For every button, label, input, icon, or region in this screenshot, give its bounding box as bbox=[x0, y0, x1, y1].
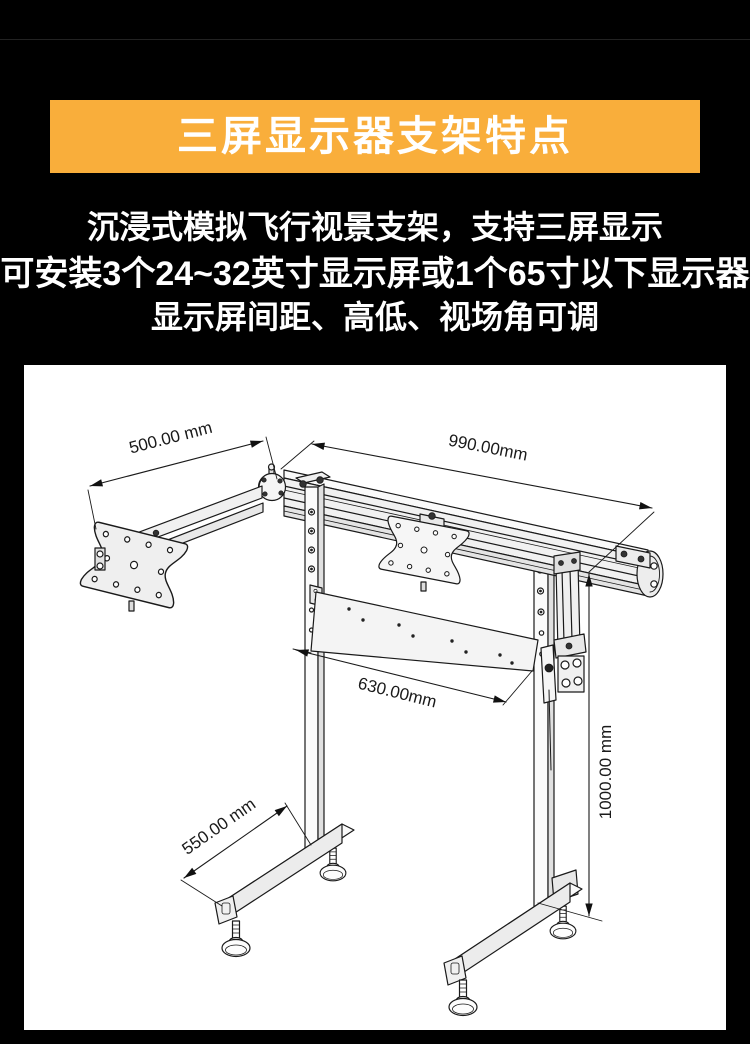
dim-post-height-label: 1000.00 mm bbox=[596, 725, 615, 820]
dimension-post-height bbox=[537, 573, 603, 922]
description-line-2: 可安装3个24~32英寸显示屏或1个65寸以下显示器 bbox=[0, 255, 750, 293]
diagram-panel bbox=[24, 365, 726, 1030]
lift-mechanism bbox=[540, 551, 587, 771]
dimension-arm-length bbox=[87, 436, 278, 530]
banner-title: 三屏显示器支架特点 bbox=[177, 113, 573, 159]
dimension-plate-width bbox=[292, 648, 533, 706]
dimension-foot-depth bbox=[180, 802, 312, 907]
right-foot bbox=[443, 869, 583, 1017]
right-post bbox=[529, 540, 557, 908]
description-line-3: 显示屏间距、高低、视场角可调 bbox=[150, 299, 599, 335]
center-vesa-plate bbox=[377, 512, 471, 592]
rail-end-clamp bbox=[615, 545, 651, 569]
dimension-rail-width bbox=[280, 440, 655, 573]
section-divider bbox=[0, 39, 750, 40]
left-vesa-plate bbox=[78, 520, 190, 612]
description-line-1: 沉浸式模拟飞行视景支架，支持三屏显示 bbox=[86, 209, 663, 245]
feature-banner: 三屏显示器支架特点 bbox=[50, 100, 700, 173]
